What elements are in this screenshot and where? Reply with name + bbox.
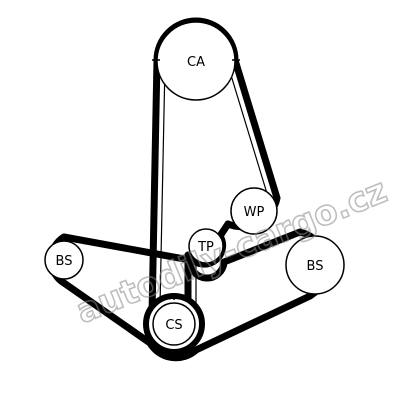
bs-left-pulley: BS xyxy=(44,240,84,280)
wp-pulley-label: WP xyxy=(244,205,265,220)
bs-left-pulley-label: BS xyxy=(56,254,73,269)
tp-pulley: TP xyxy=(188,228,224,264)
cs-pulley: CS xyxy=(143,293,205,355)
ca-pulley: CA xyxy=(156,21,236,101)
watermark-text: autodily-cargo.cz xyxy=(71,171,393,332)
bs-right-pulley-label: BS xyxy=(307,259,324,274)
bs-right-pulley: BS xyxy=(285,235,345,295)
tp-pulley-label: TP xyxy=(197,240,214,255)
ca-pulley-label: CA xyxy=(187,55,205,70)
wp-pulley: WP xyxy=(230,187,278,235)
cs-pulley-label: CS xyxy=(165,318,182,333)
